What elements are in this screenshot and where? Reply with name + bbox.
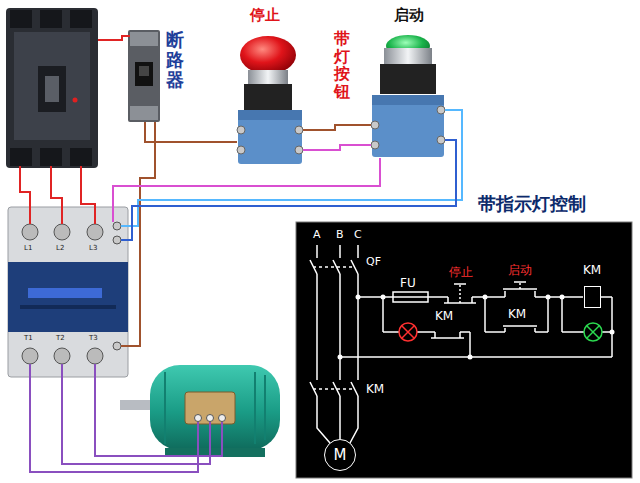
coil-rect bbox=[584, 286, 601, 308]
stop-button bbox=[237, 36, 303, 164]
contactor bbox=[8, 207, 128, 377]
terminal-label: L3 bbox=[89, 244, 97, 252]
motor-label: M bbox=[334, 446, 347, 464]
main-breaker bbox=[6, 8, 98, 168]
symbol-label: KM bbox=[366, 382, 384, 396]
terminal-label: L1 bbox=[24, 244, 32, 252]
part-label: 断路器 bbox=[166, 30, 184, 89]
schematic-panel bbox=[296, 222, 632, 478]
small-breaker bbox=[128, 30, 160, 122]
terminal-label: L2 bbox=[56, 244, 64, 252]
symbol-label: KM bbox=[435, 309, 453, 323]
schematic-wires bbox=[310, 245, 612, 443]
phase-label: C bbox=[354, 228, 362, 241]
symbol-label: 启动 bbox=[508, 263, 532, 277]
terminal-label: T2 bbox=[56, 334, 65, 342]
diagram-title: 带指示灯控制 bbox=[478, 193, 586, 215]
part-label: 启动 bbox=[394, 6, 424, 24]
junction-dots bbox=[338, 295, 615, 360]
start-button bbox=[371, 35, 445, 157]
coil-symbol: KM bbox=[574, 263, 610, 310]
terminal-label: T3 bbox=[89, 334, 98, 342]
symbol-label: KM bbox=[508, 307, 526, 321]
part-label: 带灯按钮 bbox=[334, 30, 350, 100]
phase-label: A bbox=[313, 228, 321, 241]
terminal-label: T1 bbox=[24, 334, 33, 342]
symbol-label: QF bbox=[366, 255, 381, 268]
part-label: 停止 bbox=[250, 6, 280, 24]
motor bbox=[120, 365, 280, 457]
symbol-label: 停止 bbox=[449, 265, 473, 279]
phase-label: B bbox=[336, 228, 344, 241]
coil-label: KM bbox=[574, 263, 610, 277]
indicator-lamps bbox=[399, 323, 602, 341]
motor-symbol: M bbox=[324, 439, 356, 471]
symbol-label: FU bbox=[400, 276, 416, 290]
